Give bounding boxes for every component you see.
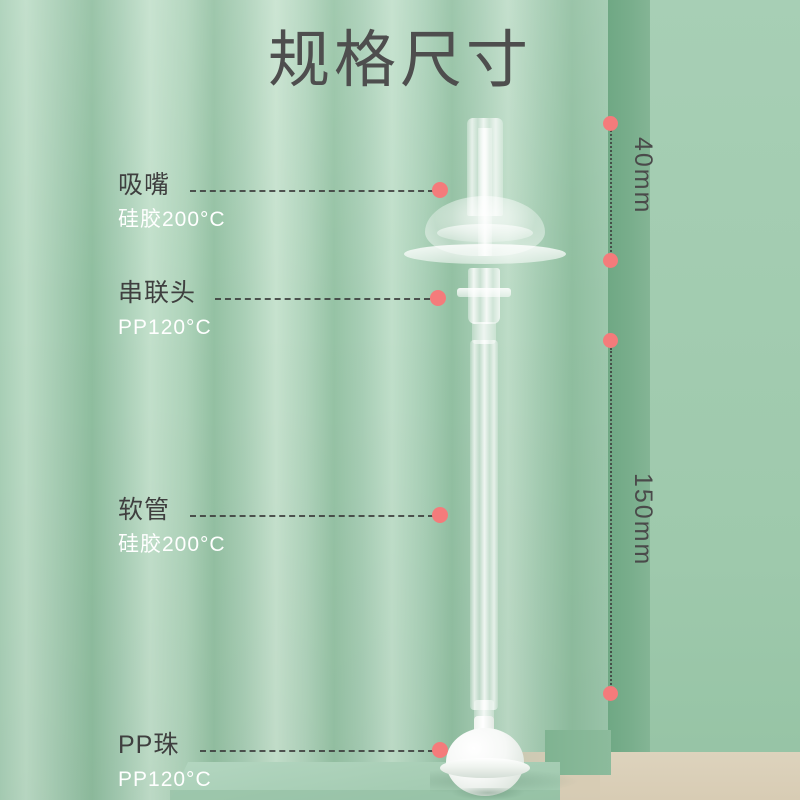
background-curtain xyxy=(0,0,608,800)
callout-dot-bead xyxy=(432,742,448,758)
callout-connector-title: 串联头 xyxy=(118,279,197,307)
page-title: 规格尺寸 xyxy=(267,26,532,95)
callout-bead: PP珠 PP120°C xyxy=(118,731,212,791)
dimension-line-150mm xyxy=(610,348,612,688)
callout-bead-material: PP120°C xyxy=(118,767,212,791)
dimension-dot-150mm-bottom xyxy=(603,686,618,701)
callout-connector: 串联头 PP120°C xyxy=(118,279,212,339)
background-sheen xyxy=(0,0,608,800)
pedestal-front xyxy=(170,790,560,800)
callout-spout: 吸嘴 硅胶200°C xyxy=(118,171,226,231)
callout-spout-material: 硅胶200°C xyxy=(118,207,226,231)
dimension-line-40mm xyxy=(610,126,612,260)
background-dark-band xyxy=(608,0,650,800)
dimension-dot-40mm-top xyxy=(603,116,618,131)
dimension-label-40mm: 40mm xyxy=(629,137,657,215)
callout-dot-tube xyxy=(432,507,448,523)
callout-bead-title: PP珠 xyxy=(118,731,180,759)
callout-dot-spout xyxy=(432,182,448,198)
leader-line-spout xyxy=(190,190,434,192)
leader-line-bead xyxy=(200,750,434,752)
dimension-dot-40mm-bottom xyxy=(603,253,618,268)
callout-tube-title: 软管 xyxy=(118,496,171,524)
pedestal-shadow xyxy=(430,768,580,794)
background-right-wall xyxy=(650,0,800,800)
callout-tube: 软管 硅胶200°C xyxy=(118,496,226,556)
dimension-label-150mm: 150mm xyxy=(629,473,657,567)
callout-tube-material: 硅胶200°C xyxy=(118,532,226,556)
callout-spout-title: 吸嘴 xyxy=(118,171,171,199)
dimension-dot-150mm-top xyxy=(603,333,618,348)
callout-connector-material: PP120°C xyxy=(118,315,212,339)
leader-line-tube xyxy=(190,515,434,517)
leader-line-connector xyxy=(215,298,430,300)
callout-dot-connector xyxy=(430,290,446,306)
